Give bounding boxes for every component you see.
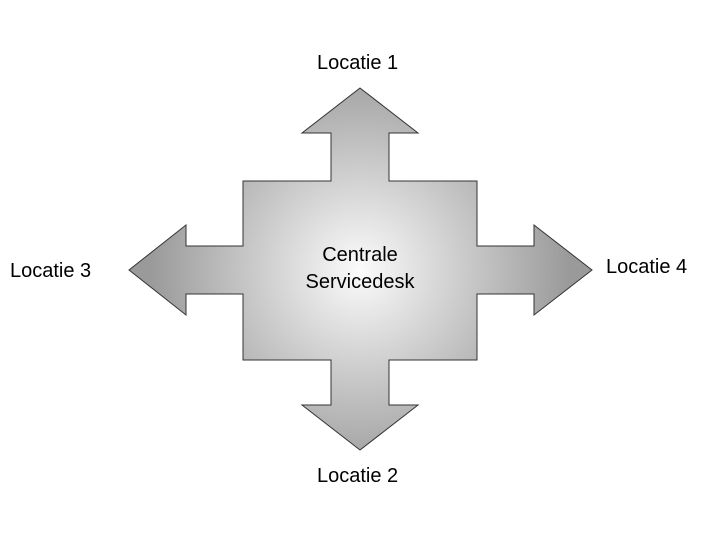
central-servicedesk-label: Centrale Servicedesk [260, 242, 460, 296]
location-3-label: Locatie 3 [10, 260, 92, 282]
four-way-arrow-shape [128, 87, 593, 451]
center-label-line-2: Servicedesk [305, 271, 415, 293]
location-1-label: Locatie 1 [317, 52, 399, 74]
location-2-label: Locatie 2 [317, 465, 399, 487]
location-4-label: Locatie 4 [606, 256, 688, 278]
center-label-line-1: Centrale [322, 244, 398, 266]
